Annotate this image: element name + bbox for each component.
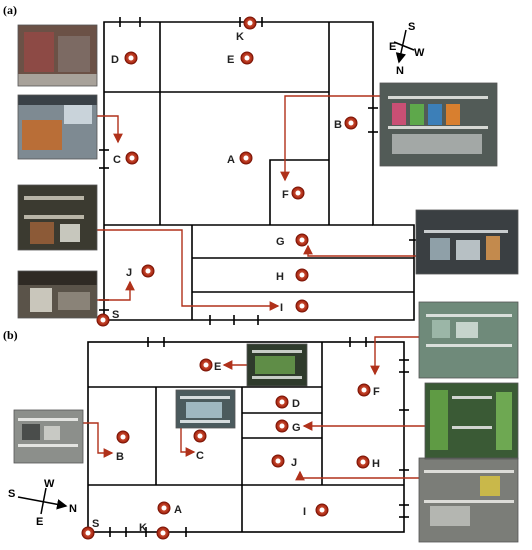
- panel-label-a: (a): [3, 3, 17, 17]
- marker-b-j: [271, 454, 285, 468]
- label-b-h: H: [372, 458, 380, 470]
- label-a-d: D: [111, 54, 119, 66]
- marker-a-h: [295, 268, 309, 282]
- labels-a: K D E B C A F G H J I S: [111, 31, 342, 321]
- photo-b-c: [176, 390, 235, 428]
- marker-a-j: [141, 264, 155, 278]
- label-b-f: F: [373, 386, 380, 398]
- label-a-h: H: [276, 271, 284, 283]
- photo-a-j: [18, 271, 97, 318]
- door-ticks-b: [109, 337, 409, 537]
- photo-b-j: [419, 458, 518, 542]
- marker-b-c: [193, 429, 207, 443]
- marker-b-i: [315, 503, 329, 517]
- marker-b-b: [116, 430, 130, 444]
- photo-b-b: [14, 410, 83, 463]
- door-ticks-a: [99, 17, 419, 325]
- label-b-c: C: [196, 450, 204, 462]
- label-a-c: C: [113, 154, 121, 166]
- photo-frames: [13, 24, 519, 543]
- marker-b-f: [357, 383, 371, 397]
- label-b-d: D: [292, 398, 300, 410]
- compass-a: S E W N: [389, 21, 425, 77]
- marker-b-a: [157, 501, 171, 515]
- label-b-i: I: [303, 506, 306, 518]
- labels-b: E F B C D G J H A I K S: [92, 361, 380, 534]
- label-b-b: B: [116, 451, 124, 463]
- label-a-a: A: [227, 154, 235, 166]
- marker-a-c: [125, 151, 139, 165]
- marker-a-g: [295, 233, 309, 247]
- marker-b-g: [275, 419, 289, 433]
- photo-a-i: [18, 185, 97, 250]
- marker-b-h: [356, 455, 370, 469]
- label-b-j: J: [291, 457, 297, 469]
- label-a-g: G: [276, 236, 285, 248]
- label-a-e: E: [227, 54, 234, 66]
- photo-b-g: [425, 383, 518, 459]
- arrows-a: [97, 95, 416, 311]
- marker-a-k: [243, 16, 257, 30]
- marker-a-a: [239, 151, 253, 165]
- label-a-k: K: [236, 31, 244, 43]
- compass-b-left: S: [8, 488, 15, 500]
- photo-a-g: [416, 210, 518, 274]
- marker-b-k: [156, 526, 170, 540]
- photo-a-d: [18, 25, 97, 86]
- marker-a-b: [344, 116, 358, 130]
- label-a-s: S: [112, 309, 119, 321]
- panel-label-b: (b): [3, 328, 18, 342]
- photo-b-e: [247, 344, 307, 386]
- compass-a-bottom: N: [396, 65, 404, 77]
- compass-b-right: N: [69, 503, 77, 515]
- markers-b: [81, 358, 371, 540]
- label-b-s: S: [92, 518, 99, 530]
- compass-b-bottom: E: [36, 516, 43, 528]
- compass-b-top: W: [44, 478, 55, 490]
- label-a-i: I: [280, 302, 283, 314]
- label-b-e: E: [214, 361, 221, 373]
- marker-b-e: [199, 358, 213, 372]
- photo-b-f: [419, 302, 518, 378]
- marker-a-e: [240, 51, 254, 65]
- label-b-g: G: [292, 422, 301, 434]
- label-a-j: J: [126, 267, 132, 279]
- floor-plan-b: [87, 341, 405, 533]
- label-b-a: A: [174, 504, 182, 516]
- label-a-b: B: [334, 119, 342, 131]
- marker-a-i: [295, 299, 309, 313]
- markers-a: [96, 16, 358, 327]
- marker-a-s: [96, 313, 110, 327]
- marker-a-d: [124, 51, 138, 65]
- label-a-f: F: [282, 189, 289, 201]
- compass-a-top: S: [408, 21, 415, 33]
- arrows-b: [83, 336, 425, 481]
- compass-a-left: E: [389, 41, 396, 53]
- compass-b: W S N E: [8, 478, 77, 528]
- marker-b-d: [275, 395, 289, 409]
- marker-b-s: [81, 526, 95, 540]
- label-b-k: K: [139, 522, 147, 534]
- compass-a-right: W: [414, 47, 425, 59]
- marker-a-f: [291, 186, 305, 200]
- photo-a-b: [380, 83, 497, 166]
- photo-a-c: [18, 95, 97, 159]
